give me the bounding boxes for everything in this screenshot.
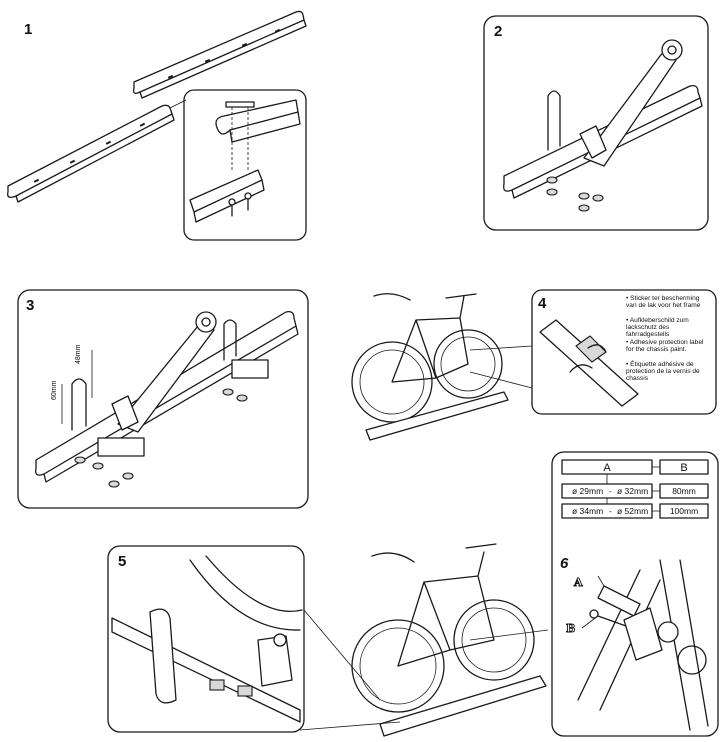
row1-size: 80mm bbox=[672, 486, 696, 496]
step-number-3: 3 bbox=[26, 297, 34, 314]
bicycle-on-rack-bottom bbox=[351, 543, 547, 737]
panel-step-6: A B ø 29mm - ø 32mm 80mm ø 34mm - ø 52mm… bbox=[551, 451, 719, 737]
rail-joint-detail bbox=[189, 99, 301, 223]
step-number-4: 4 bbox=[538, 295, 547, 312]
wheel-strap-detail bbox=[111, 555, 303, 723]
row1-from: ø 29mm bbox=[572, 486, 603, 496]
rail-with-arm bbox=[503, 39, 703, 199]
callout-b: B bbox=[566, 622, 575, 635]
rail-upper bbox=[132, 10, 307, 99]
row2-from: ø 34mm bbox=[572, 506, 603, 516]
panel-step-2: 2 bbox=[483, 15, 709, 231]
rail-lower bbox=[7, 104, 175, 203]
dimension-60mm: 60mm bbox=[51, 380, 58, 400]
clamp-size-table: A B ø 29mm - ø 32mm 80mm ø 34mm - ø 52mm… bbox=[561, 459, 709, 519]
table-header-a: A bbox=[603, 462, 611, 474]
row1-to: ø 32mm bbox=[617, 486, 648, 496]
bicycle-on-rack-top bbox=[351, 293, 509, 441]
row2-size: 100mm bbox=[670, 506, 698, 516]
nuts-washers bbox=[546, 176, 604, 212]
step-number-1: 1 bbox=[24, 21, 32, 38]
table-header-b: B bbox=[680, 462, 687, 474]
bolts-pair bbox=[228, 192, 252, 217]
u-bolt-measure: 48mm 60mm bbox=[51, 344, 93, 431]
panel-frame-6 bbox=[551, 451, 719, 737]
step-number-6: 6 bbox=[560, 555, 569, 572]
frame-tube-with-sticker bbox=[539, 319, 639, 407]
row2-to: ø 52mm bbox=[617, 506, 648, 516]
frame-clamp-detail bbox=[577, 559, 709, 731]
nuts-washers-3 bbox=[74, 388, 248, 488]
row1-sep: - bbox=[609, 486, 612, 496]
u-bolt-rear bbox=[223, 319, 237, 361]
row2-sep: - bbox=[609, 506, 612, 516]
panel-step-3: 3 48mm 60mm bbox=[17, 289, 309, 509]
panel-step-1: 1 bbox=[7, 10, 307, 241]
panel-frame-4 bbox=[531, 289, 717, 415]
dimension-48mm: 48mm bbox=[75, 344, 82, 364]
step-number-2: 2 bbox=[494, 23, 502, 40]
panel-step-5: 5 bbox=[107, 543, 549, 737]
step-number-5: 5 bbox=[118, 553, 126, 570]
callout-a: A bbox=[573, 576, 583, 589]
u-bolt bbox=[547, 90, 561, 151]
rail-with-arm-3 bbox=[35, 310, 299, 483]
